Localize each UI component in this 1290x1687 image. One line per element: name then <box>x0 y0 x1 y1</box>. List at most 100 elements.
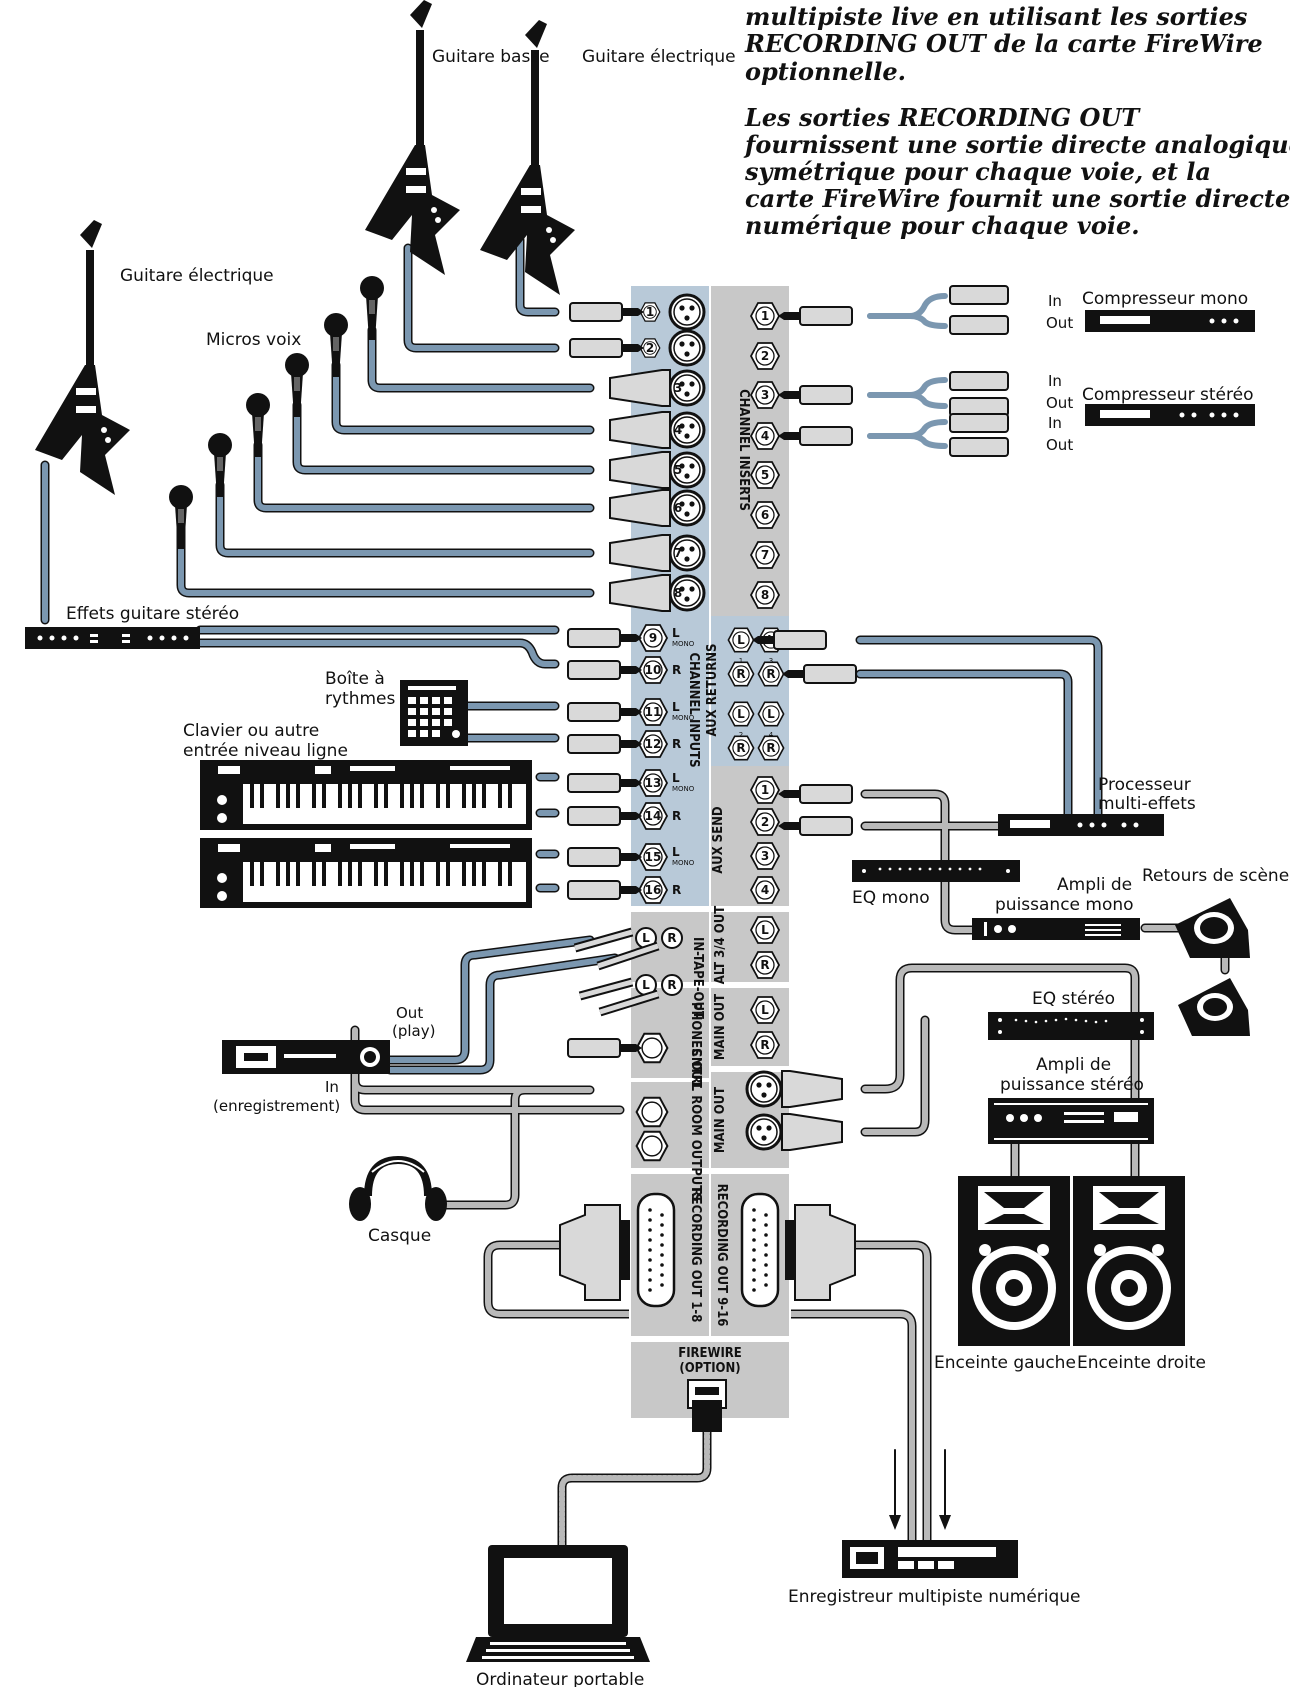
xlr-input-2[interactable] <box>668 329 706 367</box>
line-l-9: L <box>672 626 680 640</box>
electric-guitar-2-label: Guitare électrique <box>120 266 274 286</box>
line-mono-15: MONO <box>672 859 695 867</box>
main-out-xlr-l[interactable] <box>745 1070 783 1108</box>
line-number-11: 11 <box>645 705 662 719</box>
aux-send-number-3: 3 <box>761 849 769 863</box>
stereo-amp-label-1: Ampli de <box>1036 1055 1111 1075</box>
main-out-xlr-r[interactable] <box>745 1113 783 1151</box>
line-number-13: 13 <box>645 776 662 790</box>
line-inputs: 9 10 11 12 13 14 15 16 L MONO R L MONO R… <box>638 624 695 904</box>
keyboard-label-1: Clavier ou autre <box>183 721 319 741</box>
multitrack-label: Enregistreur multipiste numérique <box>788 1587 1081 1607</box>
insert-number-5: 5 <box>761 468 769 482</box>
main-out-trs-l-label: L <box>761 1003 769 1017</box>
tape-rca-out-r[interactable] <box>661 974 683 996</box>
ctrl-room-l[interactable] <box>635 1096 669 1128</box>
line-mono-11: MONO <box>672 714 695 722</box>
aux-return-l-1: L <box>737 633 745 647</box>
line-l-13: L <box>672 771 680 785</box>
ctrl-room-r[interactable] <box>635 1130 669 1162</box>
mic-icon <box>246 393 270 457</box>
input-number-7: 7 <box>674 546 682 560</box>
stereo-comp-out-2-label: Out <box>1046 436 1073 454</box>
recording-out-9-16-connector[interactable] <box>740 1192 780 1308</box>
recording-out-1-8-connector[interactable] <box>636 1192 676 1308</box>
line-r-12: R <box>672 737 681 751</box>
tape-in-label-1: In <box>325 1078 339 1096</box>
intro-line-6: symétrique pour chaque voie, et la <box>744 157 1211 186</box>
stereo-eq-label: EQ stéréo <box>1032 989 1115 1009</box>
line-r-16: R <box>672 883 681 897</box>
electric-guitar-2-icon <box>35 220 130 495</box>
intro-line-2: RECORDING OUT de la carte FireWire <box>744 29 1263 58</box>
aux-return-l-2: L <box>737 707 745 721</box>
aux-send-number-1: 1 <box>761 783 769 797</box>
line-number-9: 9 <box>649 631 657 645</box>
stereo-amp-label-2: puissance stéréo <box>1000 1075 1144 1095</box>
insert-number-4: 4 <box>761 429 769 443</box>
mixer-rear-panel: CHANNEL INSERTS CHANNEL INPUTS AUX RETUR… <box>629 286 791 1418</box>
stereo-power-amp <box>988 1098 1154 1144</box>
dsub-plug-left <box>559 1204 621 1301</box>
mono-amp-label-1: Ampli de <box>1057 875 1132 895</box>
bass-guitar-icon <box>365 0 460 275</box>
input-number-3: 3 <box>674 381 682 395</box>
dsub-plug-right <box>794 1204 856 1301</box>
left-speaker-label: Enceinte gauche <box>934 1353 1076 1373</box>
right-speaker-label: Enceinte droite <box>1077 1353 1206 1373</box>
firewire-label: FIREWIRE <box>678 1346 742 1361</box>
mic-icon <box>360 276 384 340</box>
aux-returns-label: AUX RETURNS <box>705 644 720 737</box>
tape-rca-in-r[interactable] <box>661 927 683 949</box>
recording-out-1-label: RECORDING OUT 1-8 <box>688 1188 703 1323</box>
tape-out-l-label: L <box>642 978 650 992</box>
input-number-8: 8 <box>674 586 682 600</box>
firewire-port[interactable] <box>687 1379 727 1432</box>
aux-return-num-1: 1 <box>739 657 743 665</box>
input-number-2: 2 <box>646 341 654 355</box>
intro-line-1: multipiste live en utilisant les sorties <box>745 2 1248 31</box>
alt-out-r-label: R <box>760 958 769 972</box>
main-out-xlr-label: MAIN OUT <box>713 1087 728 1153</box>
headphones-icon <box>349 1155 447 1221</box>
tape-in-r-label: R <box>667 931 676 945</box>
mic-icon <box>208 433 232 497</box>
input-number-1: 1 <box>646 305 654 319</box>
aux-return-num-4: 4 <box>769 731 774 739</box>
multi-effects-processor <box>998 814 1164 836</box>
input-number-4: 4 <box>674 423 682 437</box>
ctrl-room-label: CNTRL ROOM OUTPUTS <box>688 1048 703 1201</box>
insert-number-2: 2 <box>761 349 769 363</box>
channel-inserts-label: CHANNEL INSERTS <box>736 389 751 511</box>
line-number-14: 14 <box>645 809 662 823</box>
line-mono-13: MONO <box>672 785 695 793</box>
line-l-11: L <box>672 700 680 714</box>
stereo-eq <box>988 1012 1154 1040</box>
recording-out-2-label: RECORDING OUT 9-16 <box>714 1184 729 1327</box>
line-l-15: L <box>672 845 680 859</box>
insert-number-3: 3 <box>761 388 769 402</box>
intro-line-3: optionnelle. <box>745 57 906 86</box>
line-number-15: 15 <box>645 850 662 864</box>
main-out-trs-label: MAIN OUT <box>713 994 728 1060</box>
line-mono-9: MONO <box>672 640 695 648</box>
mono-compressor-label: Compresseur mono <box>1082 289 1248 309</box>
aux-return-l-4: L <box>767 707 775 721</box>
aux-send-label: AUX SEND <box>711 806 726 873</box>
aux-return-num-2: 2 <box>739 731 743 739</box>
stage-monitor-icon <box>1175 898 1250 1036</box>
aux-return-r-4: R <box>766 741 775 755</box>
headphones-label: Casque <box>368 1226 431 1246</box>
stereo-compressor <box>1085 404 1255 426</box>
vocal-mics-label: Micros voix <box>206 330 301 350</box>
xlr-input-1[interactable] <box>668 293 706 331</box>
guitar-effects-unit <box>25 627 200 649</box>
drum-machine-icon <box>400 680 468 746</box>
tape-deck <box>222 1040 390 1074</box>
firewire-option-label: (OPTION) <box>679 1361 740 1376</box>
line-number-12: 12 <box>645 737 662 751</box>
intro-line-4: Les sorties RECORDING OUT <box>744 103 1141 132</box>
intro-text: multipiste live en utilisant les sorties… <box>743 2 1290 240</box>
laptop-icon <box>466 1545 650 1662</box>
